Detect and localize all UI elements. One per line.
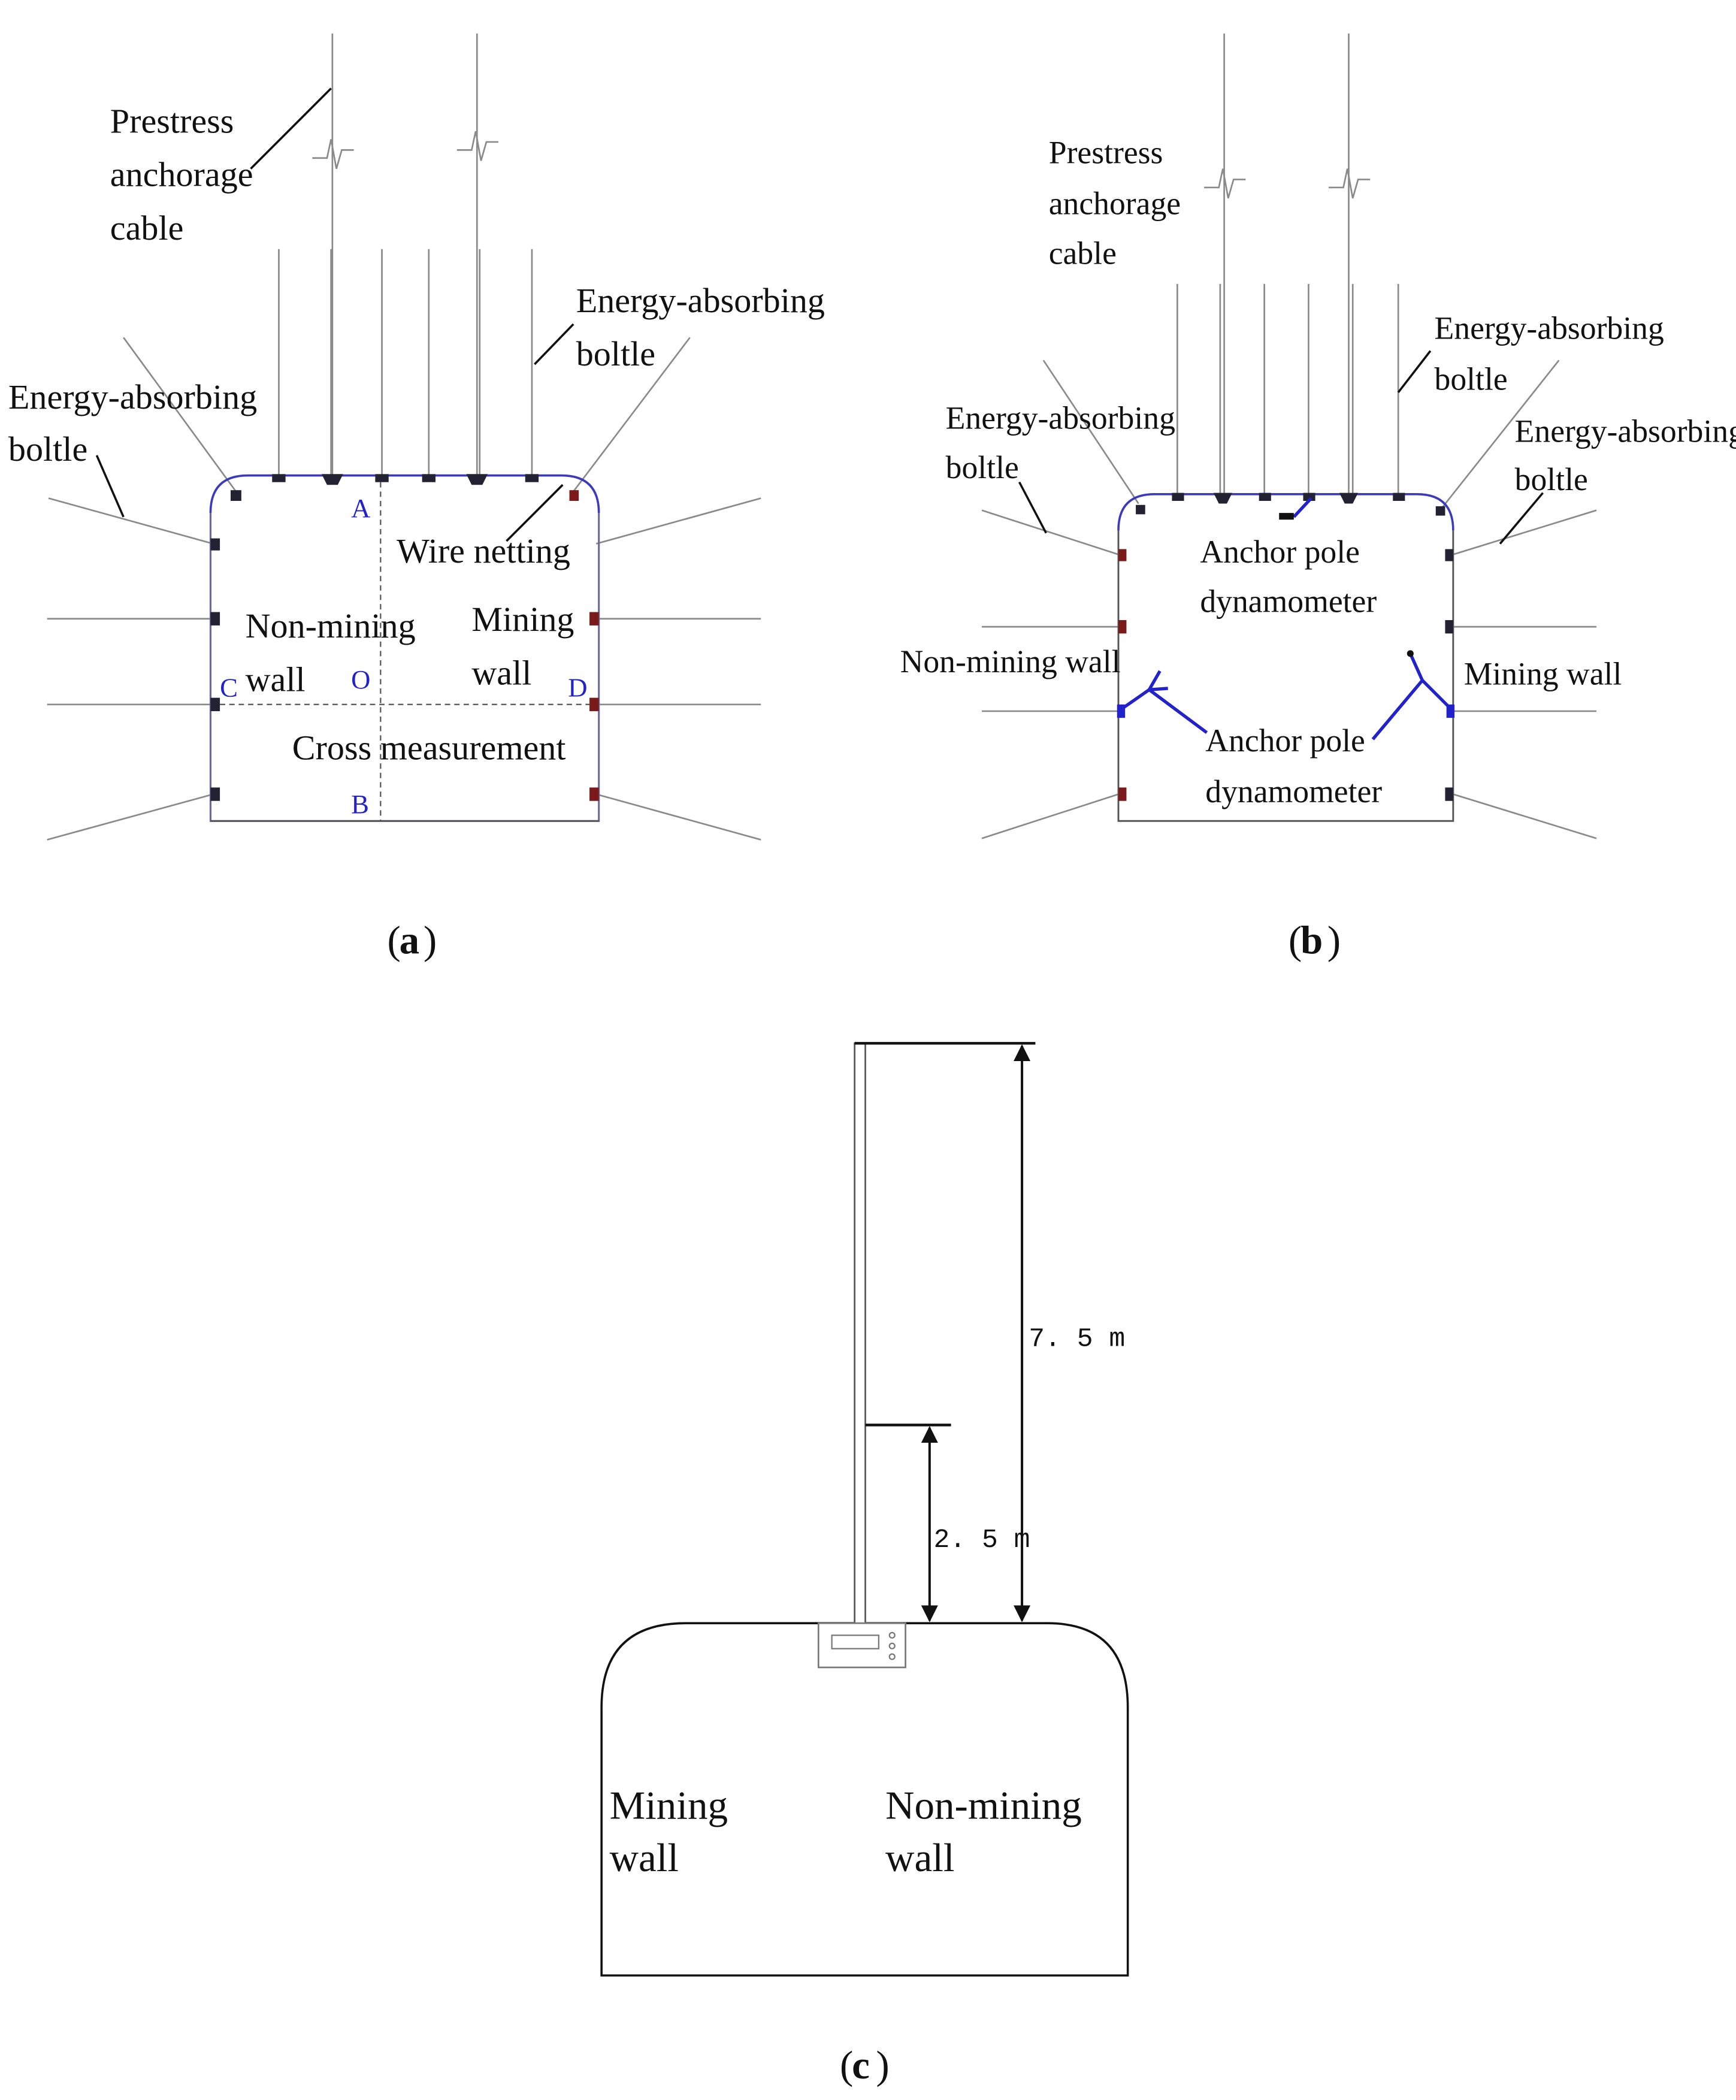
nonmining-wall-label-b: Non-mining wall	[900, 643, 1121, 679]
cable-label-b-line3: cable	[1049, 235, 1117, 271]
bolt-left-leader-b	[1018, 481, 1047, 534]
bolt-right-label-line1: Energy-absorbing	[576, 281, 825, 320]
svg-text:(: (	[1289, 918, 1302, 963]
mining-wall-label-b: Mining wall	[1464, 655, 1622, 691]
mining-wall-label-c-line2: wall	[610, 1835, 679, 1880]
dynamometer-top-label-line1: Anchor pole	[1200, 534, 1360, 570]
dimension-label-short: 2. 5 m	[934, 1525, 1030, 1555]
caption-c: ( c )	[840, 2042, 890, 2087]
tunnel-outline-a	[209, 474, 600, 822]
dynamometer-bottom-label-line2: dynamometer	[1205, 773, 1382, 809]
svg-text:): )	[424, 918, 437, 963]
dimension-label-long: 7. 5 m	[1029, 1325, 1125, 1355]
cross-measurement-label: Cross measurement	[292, 728, 566, 767]
bolt-left-label-b-line1: Energy-absorbing	[946, 400, 1175, 436]
mining-wall-label-c-line1: Mining	[610, 1783, 728, 1828]
bolt-right-label-b-line1: Energy-absorbing	[1515, 413, 1736, 449]
caption-b: ( b )	[1289, 918, 1341, 963]
svg-text:(: (	[388, 918, 401, 963]
bolt-left-leader-a	[95, 455, 125, 518]
dynamometer-top-label-line2: dynamometer	[1200, 584, 1377, 620]
bolt-right-leader-b	[1499, 492, 1544, 545]
wire-netting-label: Wire netting	[397, 531, 570, 570]
bolt-left-label-line2: boltle	[8, 430, 87, 469]
svg-text:): )	[876, 2042, 889, 2087]
wire-leader-a	[506, 484, 564, 542]
nonmining-wall-label-c-line1: Non-mining	[885, 1783, 1082, 1828]
cable-label-b-line2: anchorage	[1049, 186, 1181, 222]
panel-c: 7. 5 m 2. 5 m Mining wall Non-mining wal…	[600, 1042, 1129, 2087]
point-o-label: O	[351, 664, 370, 694]
bolt-right-label-b-line2: boltle	[1515, 461, 1588, 497]
tunnel-outline-c	[600, 1622, 1129, 1977]
bolt-lines-b	[981, 33, 1597, 839]
point-d-label: D	[568, 672, 587, 702]
cable-label-line1: Prestress	[110, 101, 234, 140]
cable-label-line2: anchorage	[110, 155, 253, 194]
cable-leader-a	[250, 87, 332, 170]
bolt-top-label-b-line2: boltle	[1435, 361, 1508, 397]
dynamometer-bottom-label-line1: Anchor pole	[1205, 723, 1365, 759]
mining-wall-label-line1: Mining	[471, 600, 574, 639]
point-b-label: B	[351, 789, 369, 819]
svg-text:(: (	[840, 2042, 853, 2087]
nonmining-wall-label-line2: wall	[246, 660, 306, 699]
bolt-left-label-b-line2: boltle	[946, 449, 1019, 485]
point-c-label: C	[220, 672, 238, 702]
bolt-heads-b	[1118, 492, 1453, 801]
bolt-lines-a	[47, 33, 761, 841]
cable-label-b-line1: Prestress	[1049, 135, 1163, 171]
mining-wall-label-line2: wall	[471, 653, 531, 692]
point-a-label: A	[351, 493, 370, 523]
bolt-left-label-line1: Energy-absorbing	[8, 377, 257, 416]
panel-a: Prestress anchorage cable Energy-absorbi…	[8, 33, 825, 963]
cable-label-line3: cable	[110, 209, 184, 247]
caption-a-letter: a	[400, 918, 420, 963]
bolt-top-leader-b	[1397, 350, 1432, 394]
borehole-rod	[854, 1042, 866, 1624]
caption-c-letter: c	[852, 2042, 870, 2087]
svg-text:): )	[1327, 918, 1341, 963]
bolt-heads-a	[210, 474, 599, 801]
bolt-top-label-b-line1: Energy-absorbing	[1435, 310, 1664, 346]
bolt-right-leader-a	[534, 323, 574, 365]
nonmining-wall-label-c-line2: wall	[885, 1835, 954, 1880]
nonmining-wall-label-line1: Non-mining	[246, 606, 416, 645]
displacement-monitor	[817, 1622, 906, 1669]
caption-b-letter: b	[1301, 918, 1323, 963]
bolt-right-label-line2: boltle	[576, 334, 655, 373]
panel-b: Prestress anchorage cable Energy-absorbi…	[900, 33, 1736, 963]
caption-a: ( a )	[388, 918, 437, 963]
